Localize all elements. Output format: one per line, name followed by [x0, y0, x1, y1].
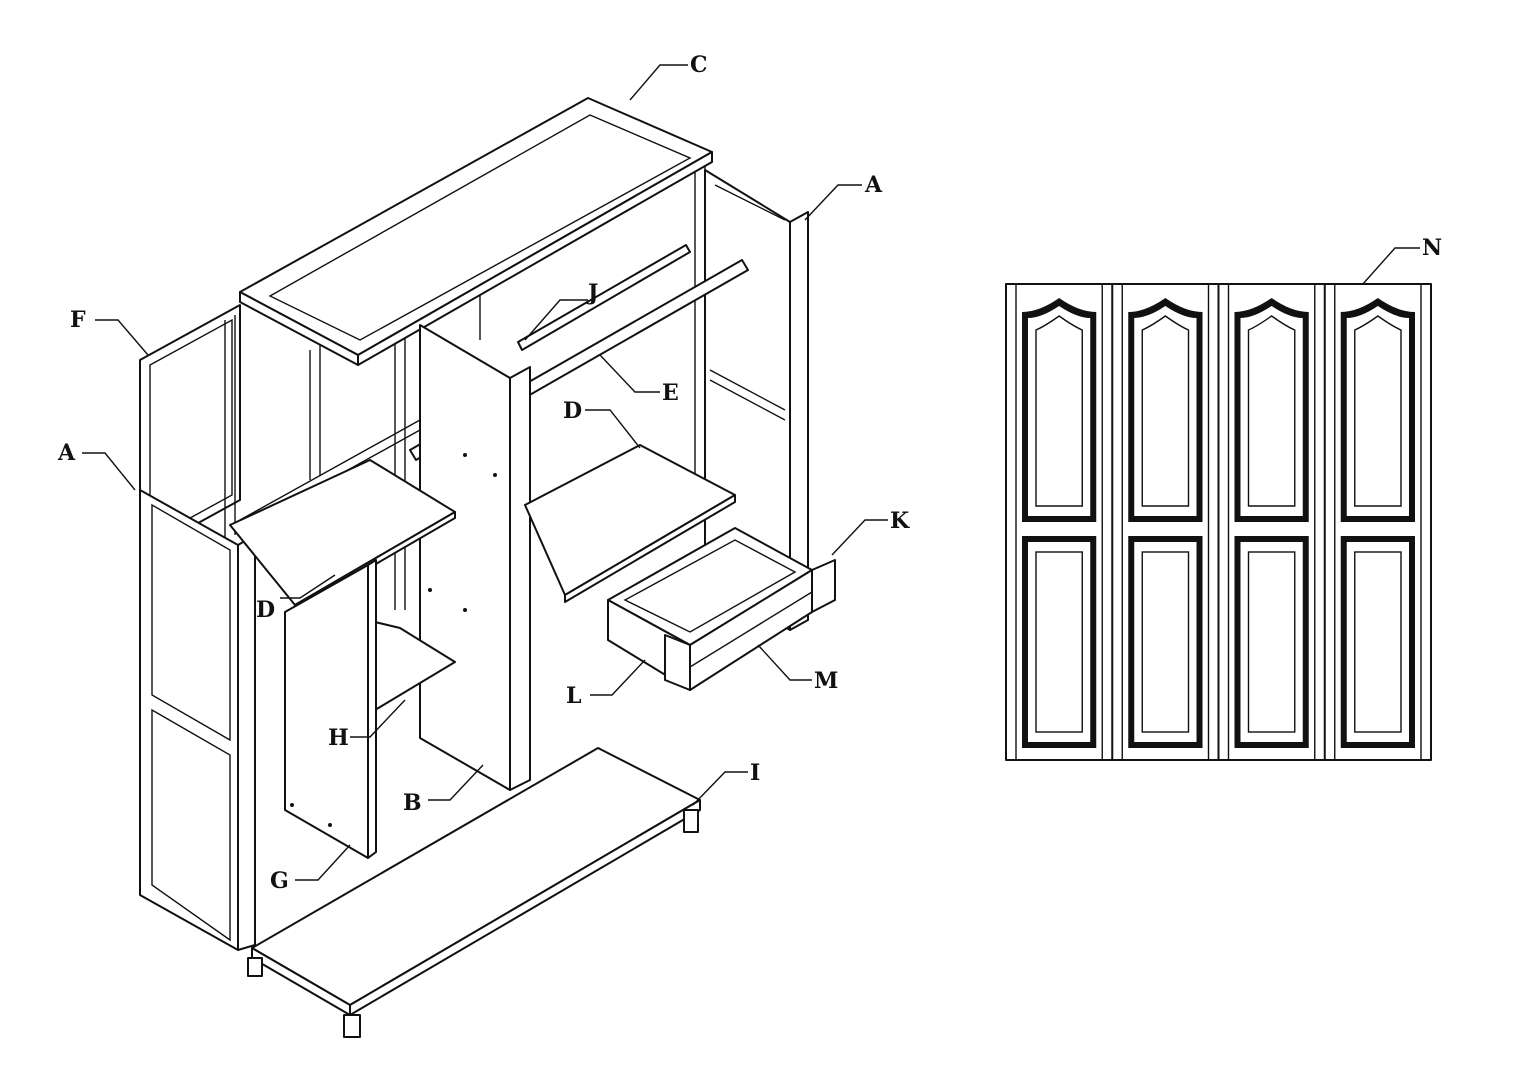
door-lower-panel-face	[1028, 542, 1091, 742]
right-end-panel	[704, 169, 809, 631]
label-D-right: D	[563, 398, 582, 424]
part-labels: C A F J E D A K D H L M B I G N	[57, 52, 1442, 894]
door-lower-panel-face	[1134, 542, 1197, 742]
label-A-right: A	[864, 172, 883, 198]
label-M: M	[814, 668, 838, 694]
label-H: H	[328, 725, 349, 751]
door-upper-panel-face	[1028, 306, 1091, 516]
right-shelf-edge	[564, 494, 736, 603]
door-upper-raised	[1354, 315, 1402, 507]
top-panel	[239, 97, 713, 366]
label-D-left: D	[256, 597, 275, 623]
door-upper-raised	[1247, 315, 1296, 507]
label-K: K	[890, 508, 910, 534]
door-lower-raised	[1035, 551, 1083, 733]
label-I: I	[750, 760, 760, 786]
side-panel	[284, 559, 377, 859]
label-C: C	[690, 52, 708, 78]
label-B: B	[403, 790, 422, 816]
center-divider	[419, 324, 531, 791]
base-plinth	[247, 747, 701, 1038]
label-G: G	[270, 868, 289, 894]
door-upper-panel-face	[1134, 306, 1197, 516]
drawer	[607, 527, 836, 691]
label-F: F	[70, 307, 86, 333]
door-lower-panel-face	[1240, 542, 1303, 742]
door-upper-panel-face	[1346, 306, 1409, 516]
door-lower-panel-face	[1346, 542, 1409, 742]
hanging-rail	[517, 244, 691, 351]
door-upper-raised	[1035, 315, 1083, 507]
door-lower-raised	[1141, 551, 1190, 733]
label-N: N	[1422, 235, 1442, 261]
left-side-frame	[139, 489, 256, 951]
label-A-left: A	[57, 440, 76, 466]
label-E: E	[662, 380, 679, 406]
door-lower-raised	[1354, 551, 1402, 733]
doors-set	[1005, 283, 1432, 761]
door-lower-raised	[1247, 551, 1296, 733]
door-upper-panel-face	[1240, 306, 1303, 516]
label-L: L	[566, 683, 581, 709]
door-upper-raised	[1141, 315, 1190, 507]
label-J: J	[586, 280, 598, 306]
